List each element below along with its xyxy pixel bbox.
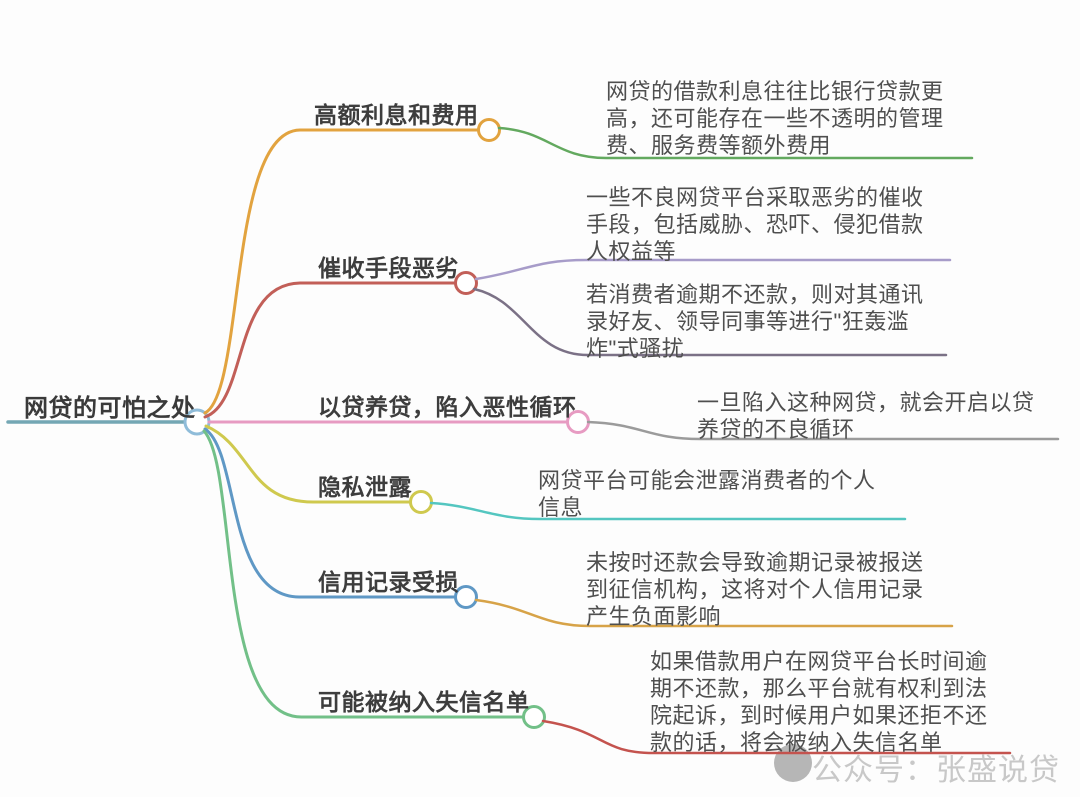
leaf-note-debt-cycle: 一旦陷入这种网贷，就会开启以贷 养贷的不良循环 — [697, 390, 1035, 442]
leaf-note-high-interest: 网贷的借款利息往往比银行贷款更 高，还可能存在一些不透明的管理 费、服务费等额外… — [606, 79, 944, 158]
branch-node-circle-credit — [454, 585, 478, 609]
branch-node-circle-privacy — [409, 490, 433, 514]
branch-label-debt-cycle: 以贷养贷，陷入恶性循环 — [318, 394, 577, 420]
branch-line-high-interest — [203, 128, 479, 415]
leaf-note-privacy: 网贷平台可能会泄露消费者的个人 信息 — [538, 468, 876, 520]
leaf-line-credit — [474, 598, 954, 628]
leaf-line-collection-1 — [474, 258, 952, 281]
branch-label-blacklist: 可能被纳入失信名单 — [318, 689, 530, 715]
branch-node-circle-blacklist — [522, 705, 546, 729]
branch-line-credit — [203, 427, 457, 599]
leaf-line-blacklist — [541, 719, 1012, 755]
leaf-line-privacy — [429, 501, 907, 521]
branch-label-collection: 催收手段恶劣 — [318, 255, 459, 281]
branch-label-credit: 信用记录受损 — [318, 569, 459, 595]
root-node-label: 网贷的可怕之处 — [24, 395, 196, 422]
branch-label-privacy: 隐私泄露 — [318, 474, 412, 500]
branch-line-blacklist — [202, 429, 525, 719]
leaf-note-blacklist: 如果借款用户在网贷平台长时间逾 期不还款，那么平台就有权利到法 院起诉，到时候用… — [650, 649, 988, 755]
leaf-line-high-interest — [497, 126, 974, 160]
branch-node-circle-collection — [454, 271, 478, 295]
leaf-line-collection-2 — [472, 287, 948, 357]
branch-label-high-interest: 高额利息和费用 — [314, 102, 479, 128]
leaf-note-collection-1: 一些不良网贷平台采取恶劣的催收 手段，包括威胁、恐吓、侵犯借款 人权益等 — [586, 185, 924, 264]
leaf-note-collection-2: 若消费者逾期不还款，则对其通讯 录好友、领导同事等进行"狂轰滥 炸"式骚扰 — [586, 282, 924, 361]
branch-line-collection — [203, 281, 457, 419]
watermark-text: 公众号：张盛说贷 — [812, 754, 1060, 787]
watermark-logo-icon — [774, 744, 812, 782]
branch-line-privacy — [204, 424, 412, 504]
leaf-note-credit: 未按时还款会导致逾期记录被报送 到征信机构，这将对个人信用记录 产生负面影响 — [586, 550, 924, 629]
branch-node-circle-high-interest — [477, 118, 501, 142]
leaf-line-debt-cycle — [586, 420, 1060, 441]
